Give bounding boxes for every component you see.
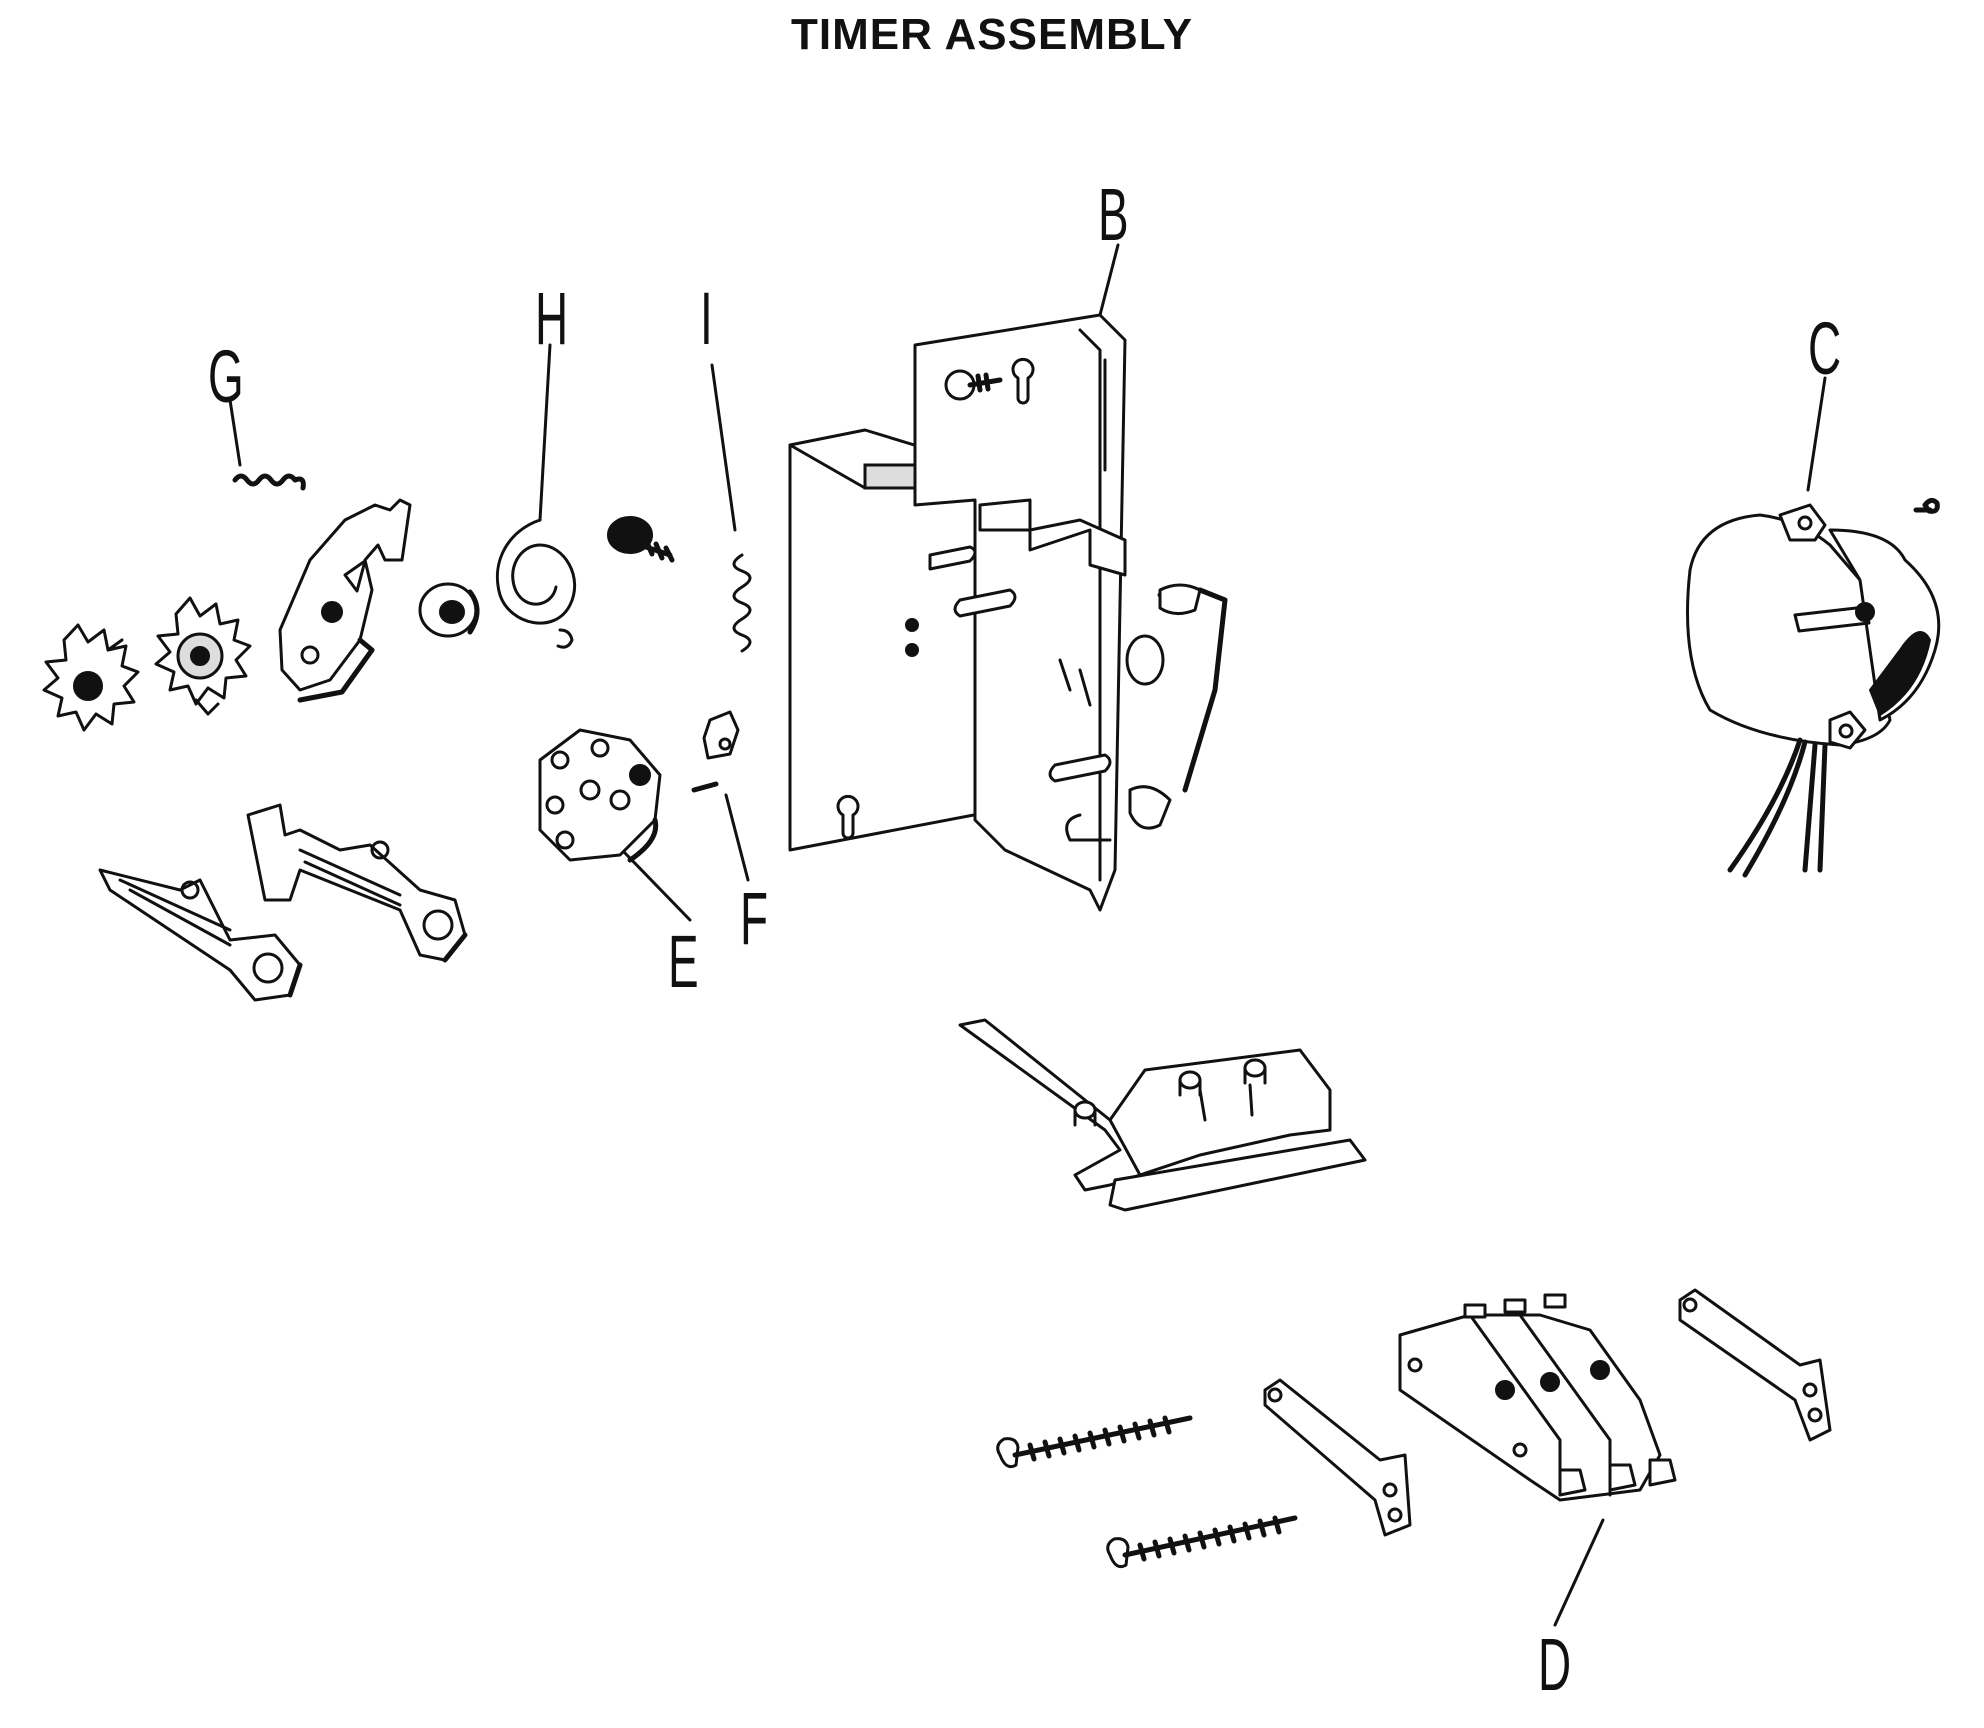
callout-e: E: [668, 920, 699, 1003]
leader-line-h: [538, 343, 552, 522]
callout-c: C: [1808, 307, 1842, 390]
callout-i: I: [700, 277, 713, 360]
callout-f: F: [740, 877, 769, 960]
leader-line-b: [1098, 243, 1120, 317]
sprocket-gear-left: [42, 623, 140, 732]
part-c-timer-motor: [1686, 497, 1941, 878]
slider-arm-back: [246, 803, 468, 963]
part-e-cam: [538, 728, 662, 863]
leader-line-g: [228, 398, 242, 467]
part-g-spring: [232, 473, 306, 491]
part-i-coil-spring: [732, 553, 752, 653]
callout-b: B: [1098, 173, 1129, 256]
timer-lever-plate: [278, 498, 412, 703]
leader-line-i: [710, 363, 737, 532]
callout-d: D: [1538, 1623, 1572, 1706]
leader-line-e: [622, 850, 692, 922]
l-bracket-right: [1678, 1288, 1832, 1442]
callout-h: H: [535, 277, 569, 360]
l-bracket-left: [1263, 1378, 1412, 1537]
long-screw-upper: [996, 1415, 1193, 1469]
leader-line-f: [724, 793, 750, 882]
part-h-torsion-spring: [495, 518, 577, 649]
part-f-clip: [691, 710, 740, 793]
leader-line-c: [1806, 376, 1827, 492]
sprocket-gear-right: [154, 596, 252, 716]
long-screw-lower: [1106, 1515, 1298, 1569]
callout-g: G: [208, 335, 244, 418]
small-screw: [607, 516, 675, 563]
bracket-studs: [1073, 1058, 1267, 1127]
leader-lines: [228, 243, 1827, 1627]
diagram-title: TIMER ASSEMBLY: [791, 10, 1193, 59]
washer: [418, 582, 480, 638]
part-b-main-bracket: [788, 313, 1228, 912]
leader-line-d: [1553, 1518, 1605, 1627]
part-d-microswitch-bank: [1398, 1293, 1677, 1502]
switch-mounting-bracket: [958, 1018, 1367, 1212]
slider-arm-front: [98, 868, 303, 1002]
